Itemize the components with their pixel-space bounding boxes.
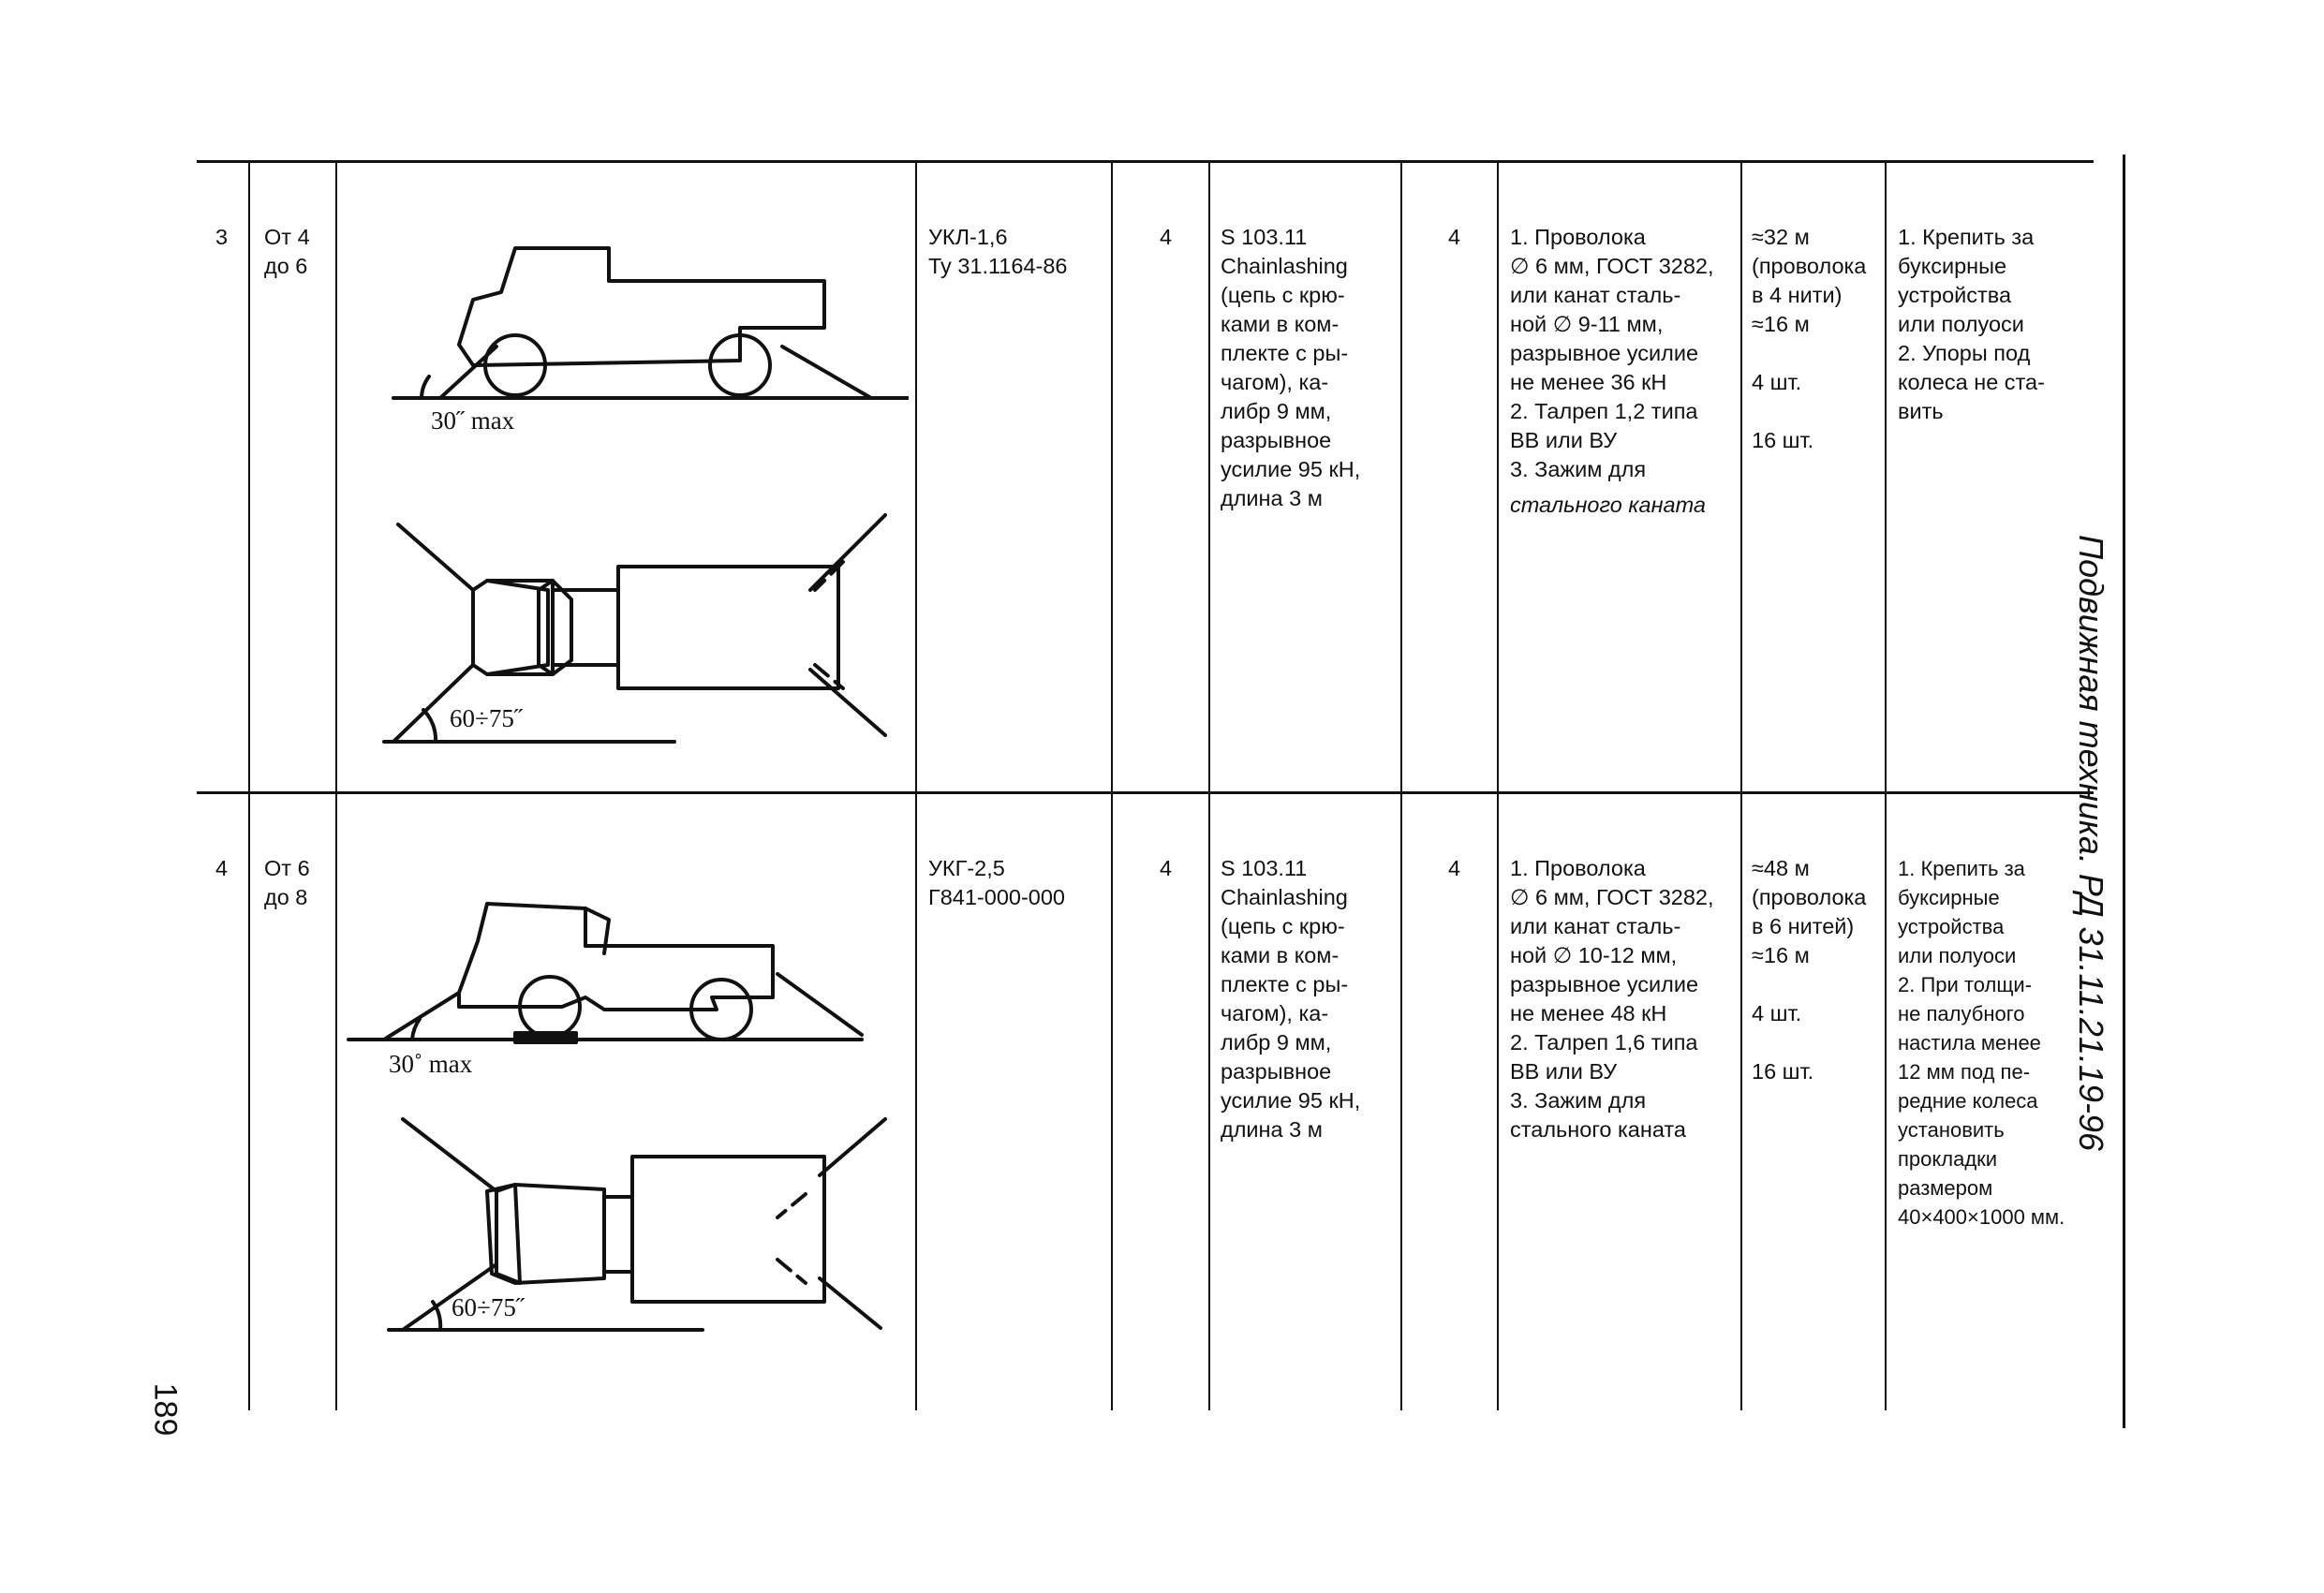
row3-securing-device: УКЛ-1,6 Ту 31.1164-86 — [928, 225, 1068, 278]
row4-device-quantity: 4 — [1160, 856, 1173, 880]
row4-lashing-quantity: 4 — [1448, 856, 1461, 880]
col-rule-4 — [1111, 160, 1113, 1410]
row4-plan-angle-label: 60÷75˝ — [451, 1293, 525, 1321]
page-number: 189 — [147, 1382, 184, 1437]
row3-number: 3 — [215, 225, 229, 249]
col-rule-5 — [1208, 160, 1210, 1410]
row4-securing-device: УКГ-2,5 Г841-000-000 — [928, 856, 1066, 909]
row4-lashing-chain: S 103.11 Chainlashing (цепь с крю- ками … — [1221, 856, 1361, 1142]
col-rule-6 — [1400, 160, 1402, 1410]
row4-side-angle-label: 30˚ max — [389, 1050, 473, 1078]
row4-amount: ≈48 м (проволока в 6 нитей) ≈16 м 4 шт. … — [1752, 856, 1867, 1084]
row4-mass: От 6 до 8 — [264, 856, 310, 909]
row4-materials: 1. Проволока ∅ 6 мм, ГОСТ 3282, или кана… — [1510, 856, 1714, 1142]
row4-truck-plan-view: 60÷75˝ — [387, 1117, 887, 1332]
row3-device-quantity: 4 — [1160, 225, 1173, 249]
col-rule-9 — [1885, 160, 1887, 1410]
col-rule-8 — [1740, 160, 1742, 1410]
col-rule-1 — [248, 160, 250, 1410]
row3-lashing-chain: S 103.11 Chainlashing (цепь с крю- ками … — [1221, 225, 1361, 510]
row3-truck-drawing: 30˝ max 60÷75˝ — [382, 246, 909, 744]
row3-amount: ≈32 м (проволока в 4 нити) ≈16 м 4 шт. 1… — [1752, 225, 1867, 452]
row4-number: 4 — [215, 856, 229, 880]
row3-lashing-quantity: 4 — [1448, 225, 1461, 249]
row3-plan-angle-label: 60÷75˝ — [450, 704, 524, 732]
row3-truck-plan-view: 60÷75˝ — [382, 513, 887, 744]
row3-materials-italic: стального каната — [1510, 493, 1706, 517]
table-top-rule — [197, 160, 2094, 163]
row3-mass: От 4 до 6 — [264, 225, 310, 278]
col-rule-3 — [915, 160, 917, 1410]
row4-notes: 1. Крепить за буксирные устройства или п… — [1898, 857, 2065, 1229]
row4-truck-drawing: 30˚ max 60÷75˝ — [347, 902, 887, 1332]
running-head: Подвижная техника. РД 31.11.21.19-96 — [2072, 534, 2110, 1152]
col-rule-right — [2123, 155, 2125, 1428]
col-rule-7 — [1497, 160, 1499, 1410]
row3-side-angle-label: 30˝ max — [431, 406, 515, 435]
row3-truck-side-view: 30˝ max — [392, 246, 909, 435]
col-rule-2 — [335, 160, 337, 1410]
row3-notes: 1. Крепить за буксирные устройства или п… — [1898, 225, 2045, 423]
row4-truck-side-view: 30˚ max — [347, 902, 864, 1078]
row3-materials: 1. Проволока ∅ 6 мм, ГОСТ 3282, или кана… — [1510, 225, 1714, 481]
row-divider-rule — [197, 791, 2094, 794]
